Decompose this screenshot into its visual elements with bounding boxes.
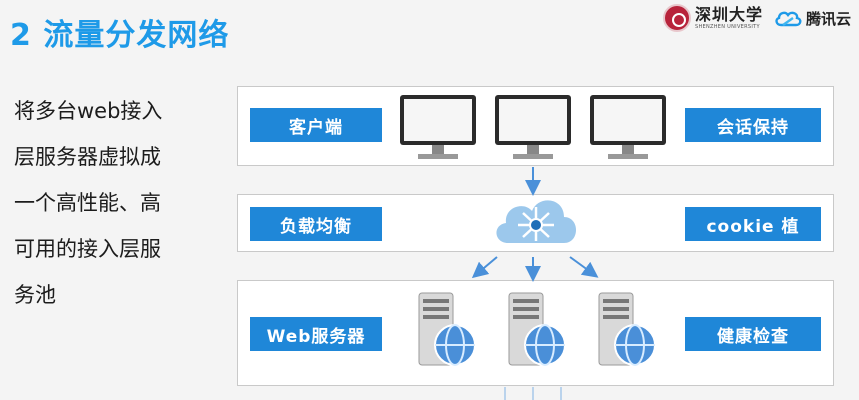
arrow-lb-to-server-left bbox=[471, 256, 498, 279]
description-line: 层服务器虚拟成 bbox=[14, 145, 161, 169]
client-layer-panel: 客户端 会话保持 bbox=[237, 86, 834, 166]
load-balancer-cloud-icon bbox=[496, 200, 576, 243]
tencent-cloud-logo: 腾讯云 bbox=[773, 8, 851, 29]
description-line: 可用的接入层服 bbox=[14, 237, 161, 261]
university-name-en: SHENZHEN UNIVERSITY bbox=[694, 23, 760, 30]
description-line: 一个高性能、高 bbox=[14, 191, 161, 215]
server-globe-icon bbox=[508, 292, 566, 366]
web-server-layer-panel: Web服务器 健康检查 bbox=[237, 280, 834, 386]
monitor-icon bbox=[590, 95, 666, 159]
shenzhen-university-logo: 深圳大学 SHENZHEN UNIVERSITY bbox=[662, 4, 763, 32]
arrow-lb-to-server-right bbox=[569, 256, 599, 278]
load-balancer-layer-panel: 负载均衡 cookie 植 bbox=[237, 194, 834, 252]
monitor-icon bbox=[400, 95, 476, 159]
web-server-tag: Web服务器 bbox=[250, 317, 382, 351]
description-line: 务池 bbox=[14, 283, 56, 307]
slide-title: 2 流量分发网络 bbox=[10, 18, 230, 53]
description-text: 将多台web接入 层服务器虚拟成 一个高性能、高 可用的接入层服 务池 bbox=[14, 88, 224, 318]
monitor-icon bbox=[495, 95, 571, 159]
session-persistence-tag: 会话保持 bbox=[685, 108, 821, 142]
tencent-cloud-icon bbox=[775, 11, 802, 27]
header-logos: 深圳大学 SHENZHEN UNIVERSITY 腾讯云 bbox=[662, 4, 851, 32]
tencent-cloud-name: 腾讯云 bbox=[805, 9, 851, 28]
load-balancer-tag: 负载均衡 bbox=[250, 207, 382, 241]
university-name: 深圳大学 bbox=[694, 4, 763, 24]
server-globe-icon bbox=[418, 292, 476, 366]
university-seal-icon bbox=[662, 4, 691, 32]
health-check-tag: 健康检查 bbox=[685, 317, 821, 351]
cookie-insert-tag: cookie 植 bbox=[685, 207, 821, 241]
client-tag: 客户端 bbox=[250, 108, 382, 142]
description-line: 将多台web接入 bbox=[14, 99, 163, 123]
server-globe-icon bbox=[598, 292, 656, 366]
